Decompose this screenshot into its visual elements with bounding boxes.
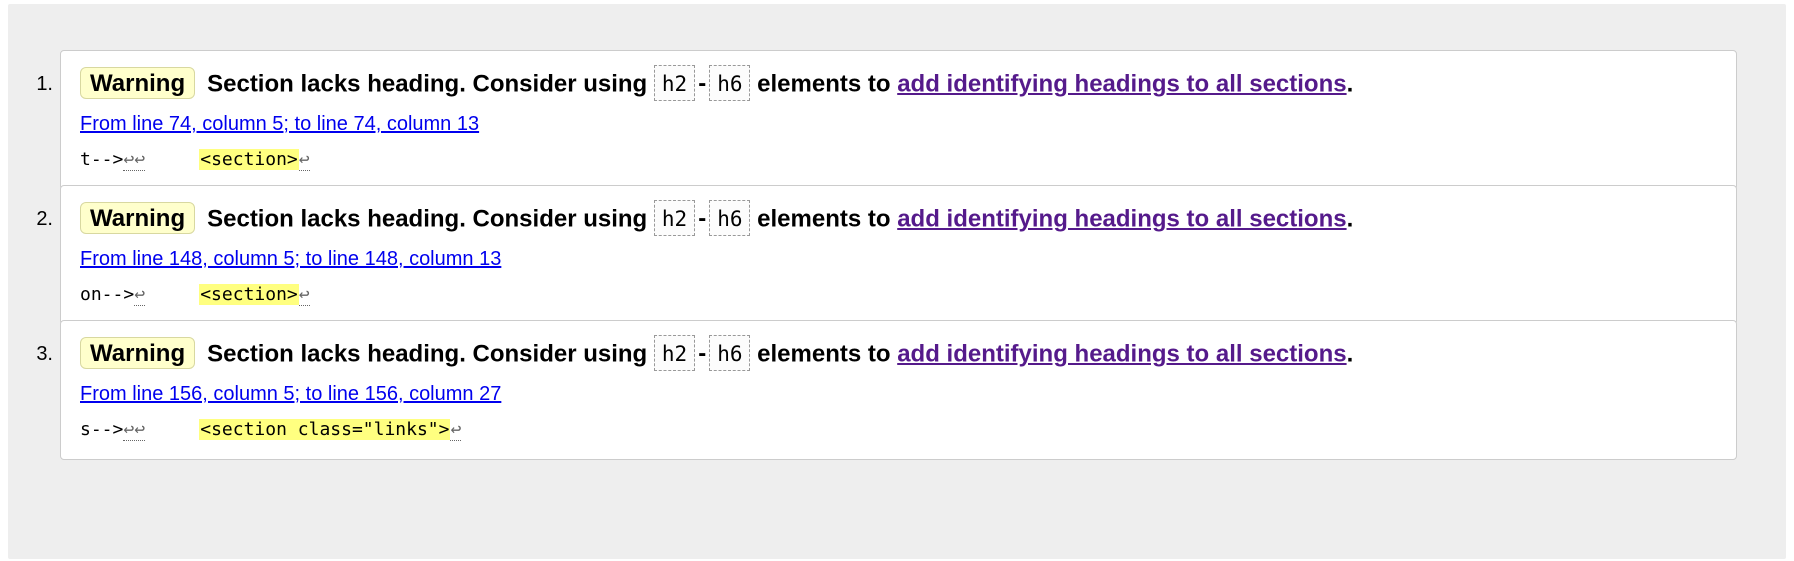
message-text-mid: elements to xyxy=(757,70,891,98)
message-text: Section lacks heading. Consider using xyxy=(207,70,648,98)
dash: - xyxy=(698,340,707,368)
item-number: 3. xyxy=(36,343,53,365)
highlighted-code: <section> xyxy=(199,284,299,305)
return-icon: ↩ xyxy=(298,284,310,306)
extract-gap xyxy=(145,149,199,170)
return-icon: ↩↩ xyxy=(123,419,146,441)
list-item: 1. Warning Section lacks heading. Conside… xyxy=(36,50,1737,190)
code-h6: h6 xyxy=(709,200,751,236)
return-icon: ↩↩ xyxy=(123,149,146,171)
code-h2: h2 xyxy=(653,335,696,371)
return-icon: ↩ xyxy=(134,284,146,306)
extract-gap xyxy=(145,284,199,305)
list-item: 3. Warning Section lacks heading. Conside… xyxy=(36,320,1737,460)
code-h2: h2 xyxy=(653,65,696,101)
code-extract: on-->↩ <section>↩ xyxy=(80,282,310,308)
message-text: Section lacks heading. Consider using xyxy=(207,340,648,368)
period: . xyxy=(1346,70,1354,98)
period: . xyxy=(1346,205,1354,233)
return-icon: ↩ xyxy=(450,419,462,441)
help-link[interactable]: add identifying headings to all sections xyxy=(897,340,1347,368)
extract-prefix: s--> xyxy=(80,419,124,440)
warning-message: Warning Section lacks heading. Consider u… xyxy=(80,65,1354,103)
help-link[interactable]: add identifying headings to all sections xyxy=(897,205,1347,233)
message-text: Section lacks heading. Consider using xyxy=(207,205,648,233)
warning-badge: Warning xyxy=(80,337,196,369)
warning-badge: Warning xyxy=(80,202,196,234)
extract-prefix: on--> xyxy=(80,284,135,305)
item-number: 1. xyxy=(36,73,53,95)
code-h2: h2 xyxy=(653,200,696,236)
dash: - xyxy=(698,205,707,233)
extract-prefix: t--> xyxy=(80,149,124,170)
message-text-mid: elements to xyxy=(757,340,891,368)
item-number: 2. xyxy=(36,208,53,230)
extract-gap xyxy=(145,419,199,440)
message-text-mid: elements to xyxy=(757,205,891,233)
highlighted-code: <section class="links"> xyxy=(199,419,451,440)
highlighted-code: <section> xyxy=(199,149,299,170)
period: . xyxy=(1346,340,1354,368)
warning-message: Warning Section lacks heading. Consider u… xyxy=(80,335,1354,373)
help-link[interactable]: add identifying headings to all sections xyxy=(897,70,1347,98)
code-extract: s-->↩↩ <section class="links">↩ xyxy=(80,417,462,443)
location-link[interactable]: From line 156, column 5; to line 156, co… xyxy=(80,383,502,405)
dash: - xyxy=(698,70,707,98)
code-h6: h6 xyxy=(709,335,751,371)
warning-badge: Warning xyxy=(80,67,196,99)
location-link[interactable]: From line 148, column 5; to line 148, co… xyxy=(80,248,502,270)
warning-message: Warning Section lacks heading. Consider u… xyxy=(80,200,1354,238)
return-icon: ↩ xyxy=(298,149,310,171)
location-link[interactable]: From line 74, column 5; to line 74, colu… xyxy=(80,113,480,135)
list-item: 2. Warning Section lacks heading. Conside… xyxy=(36,185,1737,325)
code-h6: h6 xyxy=(709,65,751,101)
code-extract: t-->↩↩ <section>↩ xyxy=(80,147,310,173)
